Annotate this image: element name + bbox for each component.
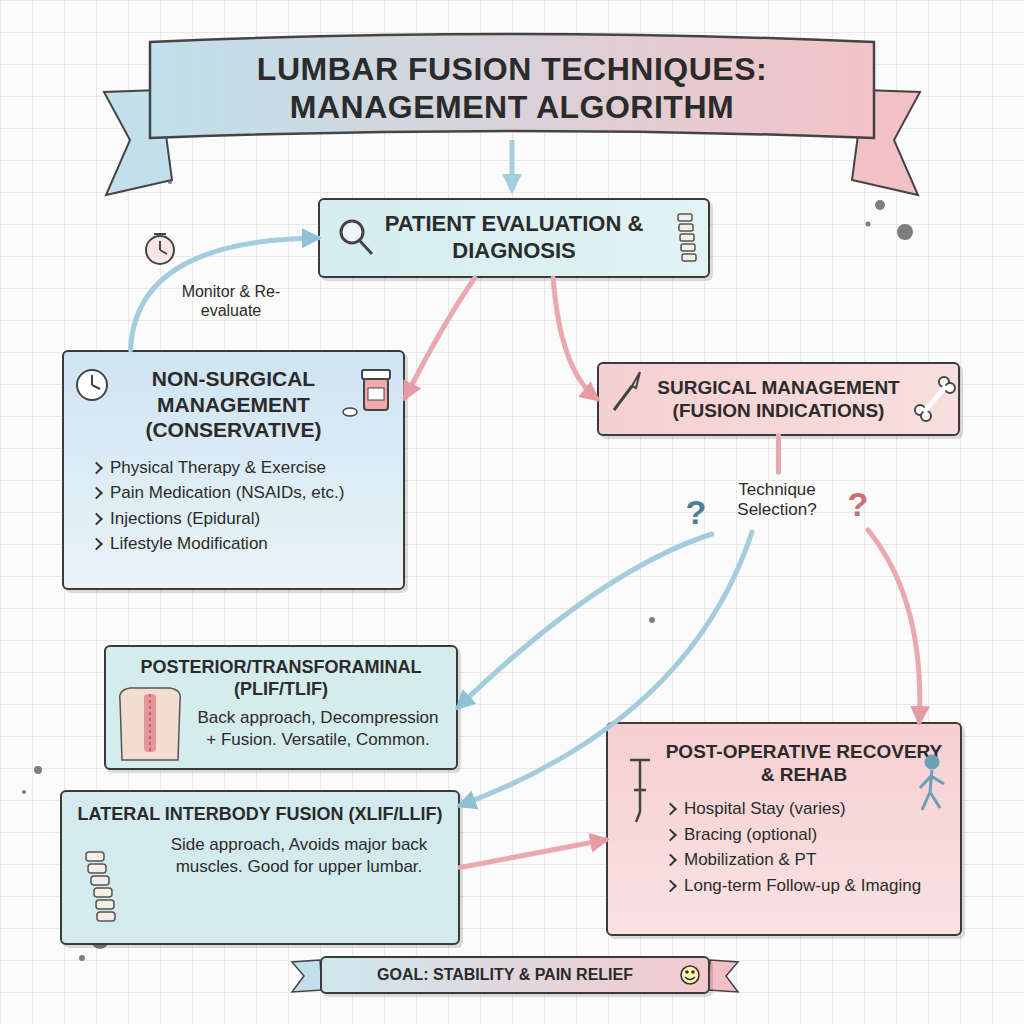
ink-splatter — [22, 180, 913, 961]
list-item: Bracing (optional) — [662, 822, 946, 848]
node-heading: POST-OPERATIVE RECOVERY & REHAB — [622, 740, 946, 796]
clock-icon — [77, 370, 107, 400]
spine-illustration — [86, 852, 115, 921]
process-box: NON-SURGICAL MANAGEMENT (CONSERVATIVE)Ph… — [62, 350, 405, 590]
flow-arrow — [460, 436, 779, 806]
ribbon-tail — [852, 90, 920, 195]
crutch-icon — [630, 760, 650, 822]
flow-arrow — [553, 278, 597, 399]
walking-person-icon — [920, 756, 944, 810]
edge-label: Monitor & Re-evaluate — [166, 282, 296, 320]
diagram-title: LUMBAR FUSION TECHNIQUES: MANAGEMENT ALG… — [200, 50, 824, 126]
list-item: Hospital Stay (varies) — [662, 796, 946, 822]
node-body: Back approach, Decompression + Fusion. V… — [116, 707, 446, 751]
node-body: Side approach, Avoids major back muscles… — [72, 834, 448, 878]
flow-arrow — [405, 278, 475, 398]
flow-arrow — [779, 436, 920, 722]
title-ribbon — [150, 34, 874, 138]
process-box: PATIENT EVALUATION & DIAGNOSIS — [318, 198, 710, 278]
ribbon-tail — [104, 90, 172, 195]
process-box: LATERAL INTERBODY FUSION (XLIF/LLIF)Side… — [60, 790, 460, 945]
scalpel-icon — [614, 372, 640, 410]
node-heading: POSTERIOR/TRANSFORAMINAL (PLIF/TLIF) — [116, 657, 446, 707]
list-item: Long-term Follow-up & Imaging — [662, 873, 946, 899]
magnifier-icon — [341, 221, 372, 254]
flow-arrow — [460, 840, 606, 868]
smiley-icon — [681, 966, 699, 984]
ribbon-tail — [292, 960, 322, 992]
flow-arrow — [458, 436, 779, 708]
node-heading: NON-SURGICAL MANAGEMENT (CONSERVATIVE) — [78, 366, 389, 455]
process-box: SURGICAL MANAGEMENT (FUSION INDICATIONS) — [597, 362, 960, 436]
bone-icon — [915, 377, 955, 421]
list-item: Mobilization & PT — [662, 847, 946, 873]
process-box: POSTERIOR/TRANSFORAMINAL (PLIF/TLIF)Back… — [104, 645, 458, 770]
node-heading: LATERAL INTERBODY FUSION (XLIF/LLIF) — [72, 804, 448, 834]
node-heading: PATIENT EVALUATION & DIAGNOSIS — [368, 211, 660, 265]
spine-icon — [678, 214, 696, 261]
title-arrow — [510, 140, 515, 190]
list-item: Lifestyle Modification — [88, 531, 389, 557]
goal-band: GOAL: STABILITY & PAIN RELIEF — [320, 956, 710, 994]
question-mark: ? — [844, 484, 872, 525]
decision-label: Technique Selection? — [712, 480, 842, 521]
list-item: Pain Medication (NSAIDs, etc.) — [88, 480, 389, 506]
clock-icon — [146, 234, 174, 264]
flow-arrow — [131, 238, 318, 350]
node-heading: SURGICAL MANAGEMENT (FUSION INDICATIONS) — [639, 376, 918, 422]
node-heading: GOAL: STABILITY & PAIN RELIEF — [377, 965, 633, 985]
list-item: Physical Therapy & Exercise — [88, 455, 389, 481]
list-item: Injections (Epidural) — [88, 506, 389, 532]
question-mark: ? — [682, 492, 710, 533]
pill-bottle-icon — [343, 370, 390, 416]
process-box: POST-OPERATIVE RECOVERY & REHABHospital … — [606, 722, 962, 936]
back-illustration — [120, 688, 181, 760]
ribbon-tail — [708, 960, 738, 992]
